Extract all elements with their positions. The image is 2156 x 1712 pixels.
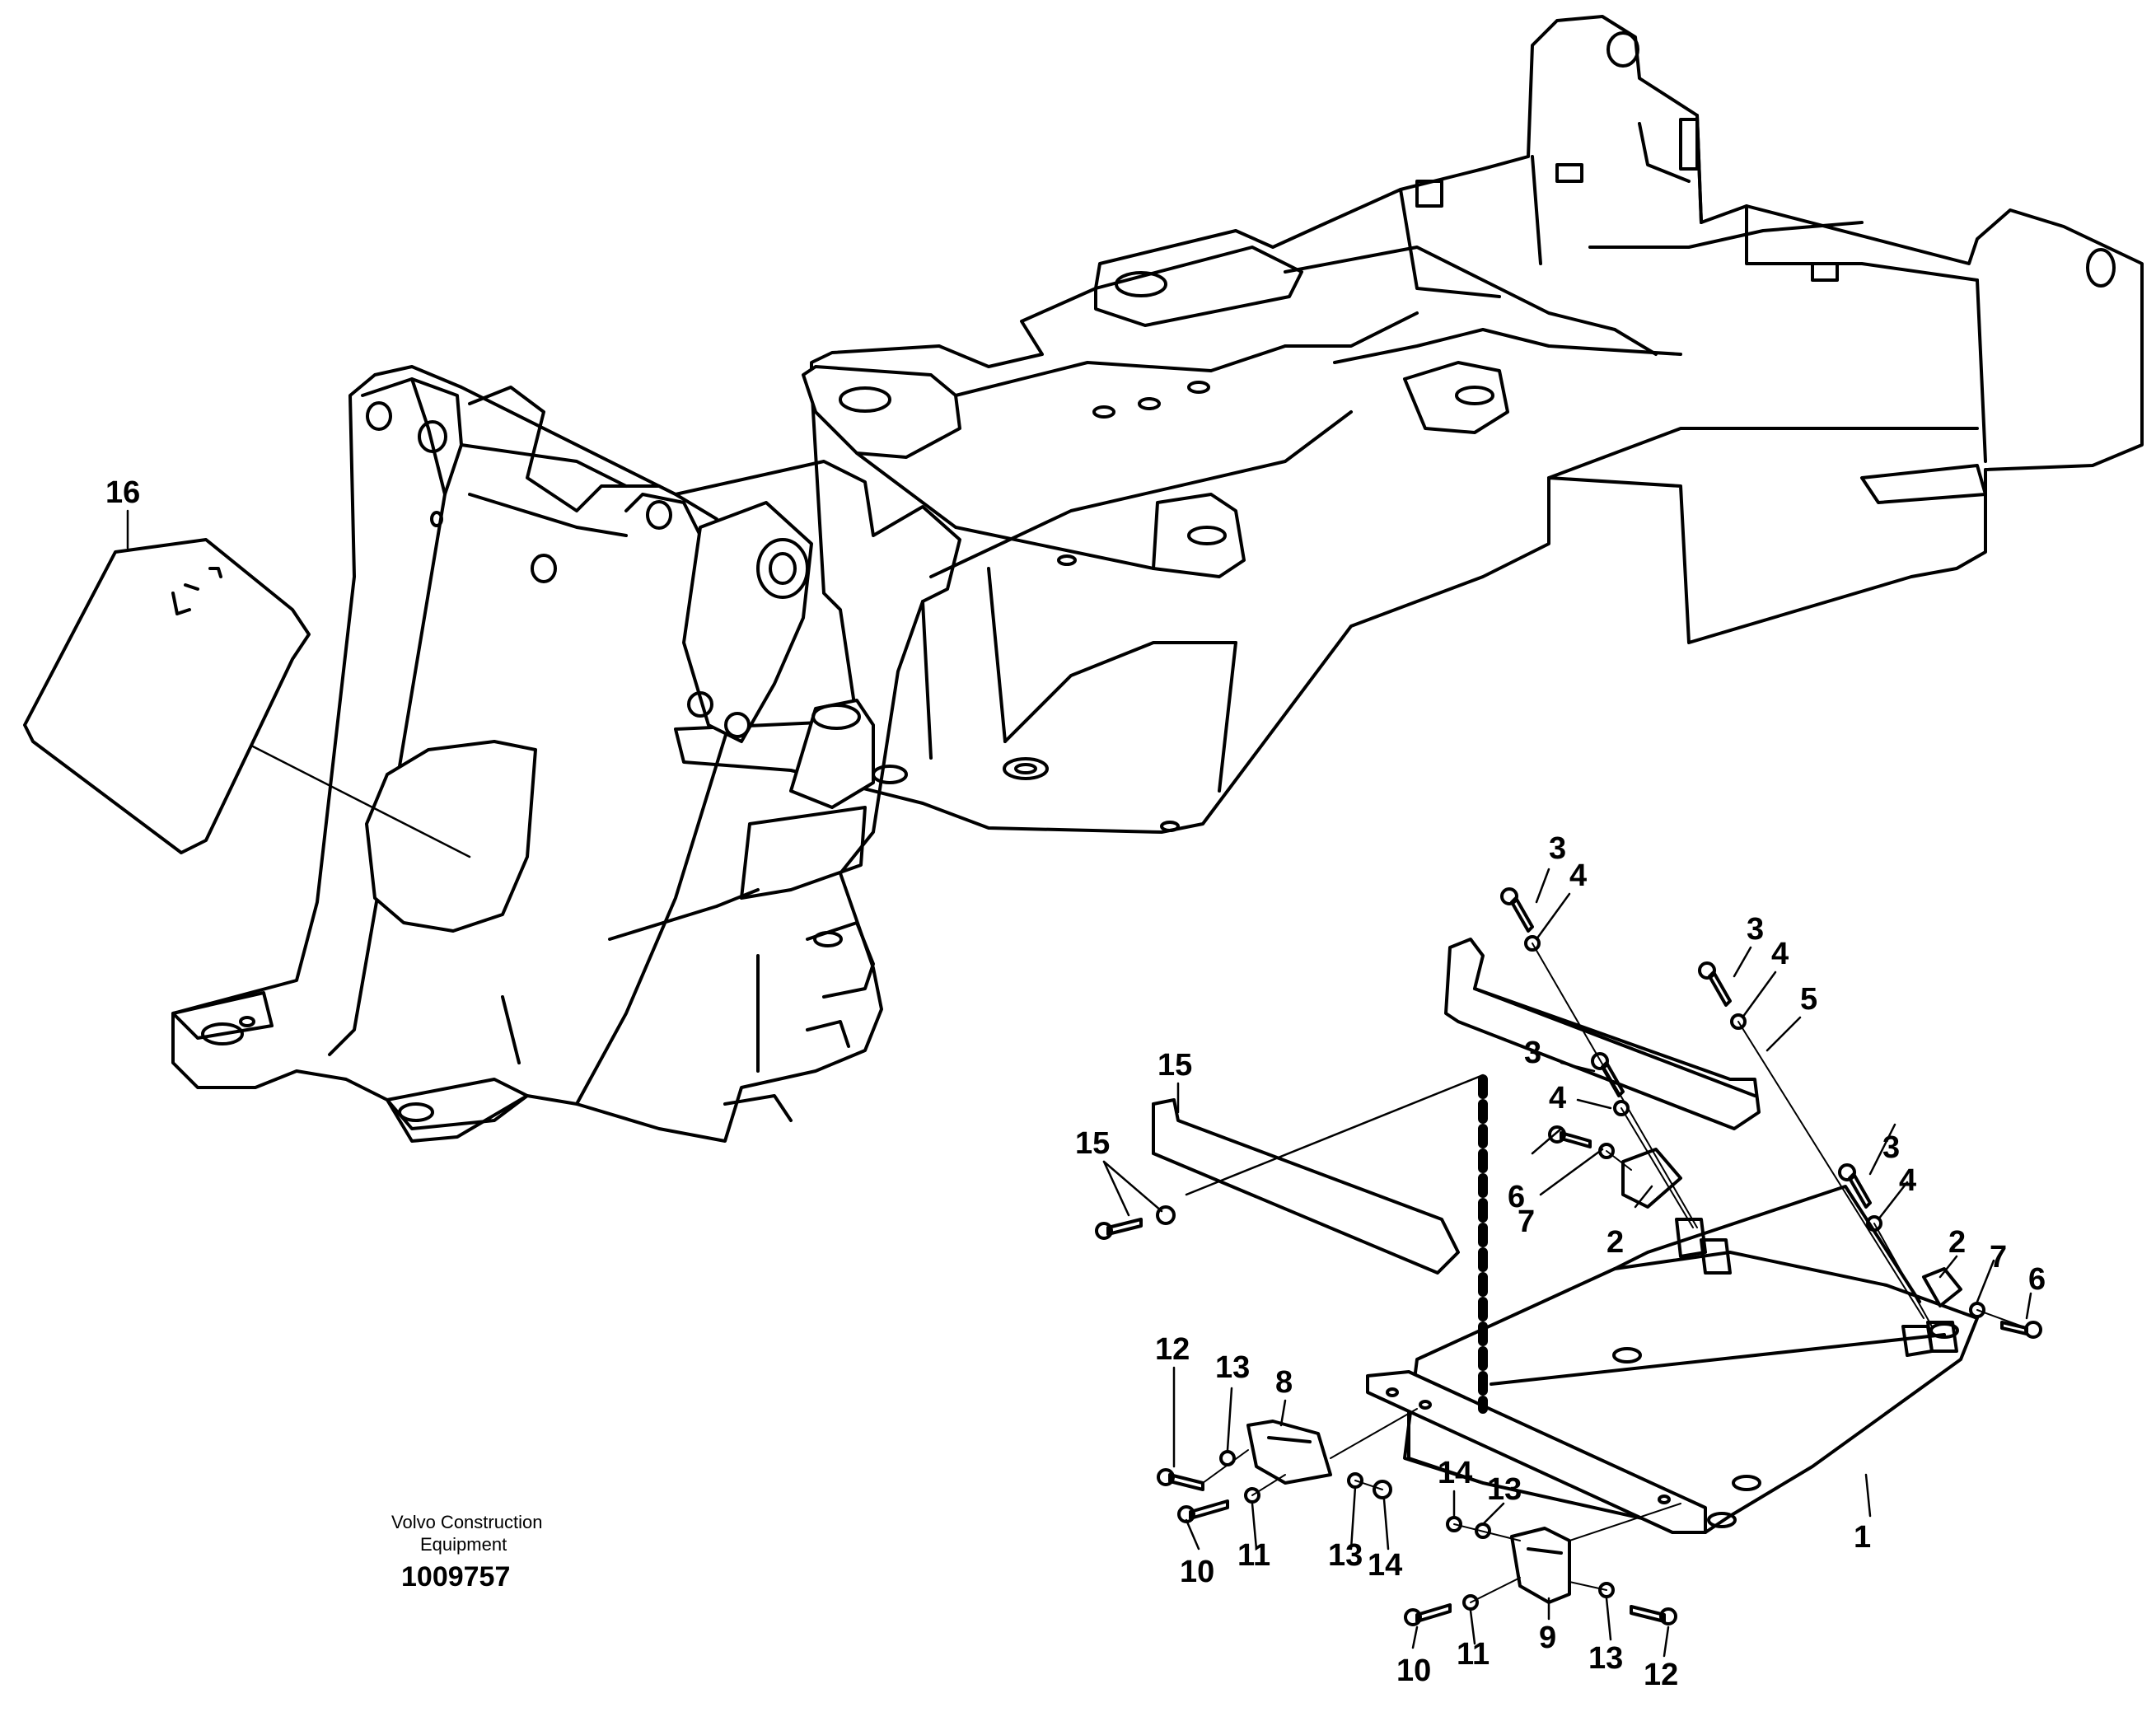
guard-assembly xyxy=(1095,887,2042,1626)
callout-3: 3 xyxy=(1549,831,1566,866)
callout-13: 13 xyxy=(1588,1641,1623,1676)
callout-15: 15 xyxy=(1075,1126,1110,1161)
callout-14: 14 xyxy=(1368,1548,1402,1583)
callout-6: 6 xyxy=(1508,1180,1525,1214)
callout-5: 5 xyxy=(1800,982,1817,1017)
callout-13: 13 xyxy=(1487,1472,1522,1507)
callout-11: 11 xyxy=(1457,1637,1490,1672)
caption-drawing-number: 1009757 xyxy=(401,1561,510,1593)
callout-3: 3 xyxy=(1882,1130,1900,1165)
callout-2: 2 xyxy=(1948,1225,1966,1260)
callout-11: 11 xyxy=(1237,1538,1270,1573)
callout-15: 15 xyxy=(1158,1048,1192,1083)
callout-7: 7 xyxy=(1518,1204,1535,1239)
callout-14: 14 xyxy=(1438,1456,1472,1490)
caption: Volvo Construction Equipment 1009757 xyxy=(391,1512,542,1593)
front-frame xyxy=(171,365,961,1143)
callout-4: 4 xyxy=(1771,937,1789,971)
callout-9: 9 xyxy=(1539,1621,1556,1655)
callout-6: 6 xyxy=(2028,1262,2046,1297)
caption-equipment: Equipment xyxy=(420,1534,507,1555)
callout-2: 2 xyxy=(1606,1225,1624,1260)
callout-4: 4 xyxy=(1549,1081,1566,1116)
caption-company: Volvo Construction xyxy=(391,1512,542,1532)
callout-3: 3 xyxy=(1747,912,1764,947)
callout-10: 10 xyxy=(1180,1555,1214,1589)
callout-10: 10 xyxy=(1396,1654,1431,1688)
callout-4: 4 xyxy=(1899,1163,1916,1198)
callout-12: 12 xyxy=(1155,1332,1190,1367)
callout-7: 7 xyxy=(1990,1240,2007,1275)
callout-4: 4 xyxy=(1569,858,1587,893)
callout-12: 12 xyxy=(1644,1658,1678,1692)
callout-16: 16 xyxy=(105,475,140,510)
callout-1: 1 xyxy=(1854,1520,1871,1555)
leader-lines xyxy=(126,509,2032,1658)
callout-3: 3 xyxy=(1524,1036,1541,1070)
callout-13: 13 xyxy=(1215,1350,1250,1385)
callout-13: 13 xyxy=(1328,1538,1363,1573)
callout-8: 8 xyxy=(1275,1365,1293,1400)
callouts: 16 3 4 3 4 5 3 4 15 15 6 7 2 3 4 2 7 6 1… xyxy=(105,475,2046,1692)
rear-frame xyxy=(674,15,2144,834)
cover-plate-16 xyxy=(23,538,471,858)
